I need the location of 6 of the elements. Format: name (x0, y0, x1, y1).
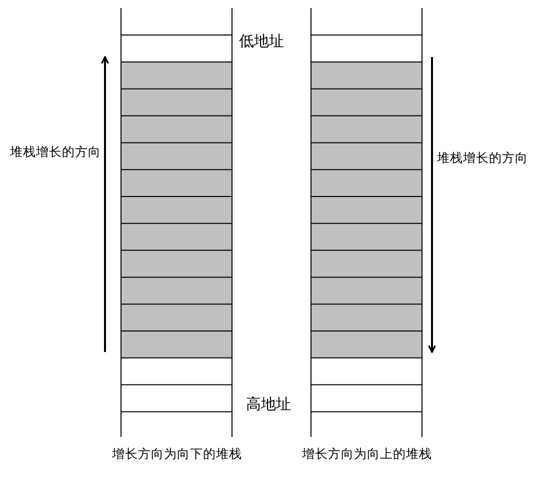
address-label: 高地址 (246, 395, 291, 413)
direction-label: 堆栈增长的方向 (10, 144, 101, 159)
address-label: 低地址 (239, 32, 284, 50)
stack-caption: 增长方向为向下的堆栈 (112, 446, 242, 461)
direction-label: 堆栈增长的方向 (437, 150, 528, 165)
stack-caption: 增长方向为向上的堆栈 (302, 446, 432, 461)
